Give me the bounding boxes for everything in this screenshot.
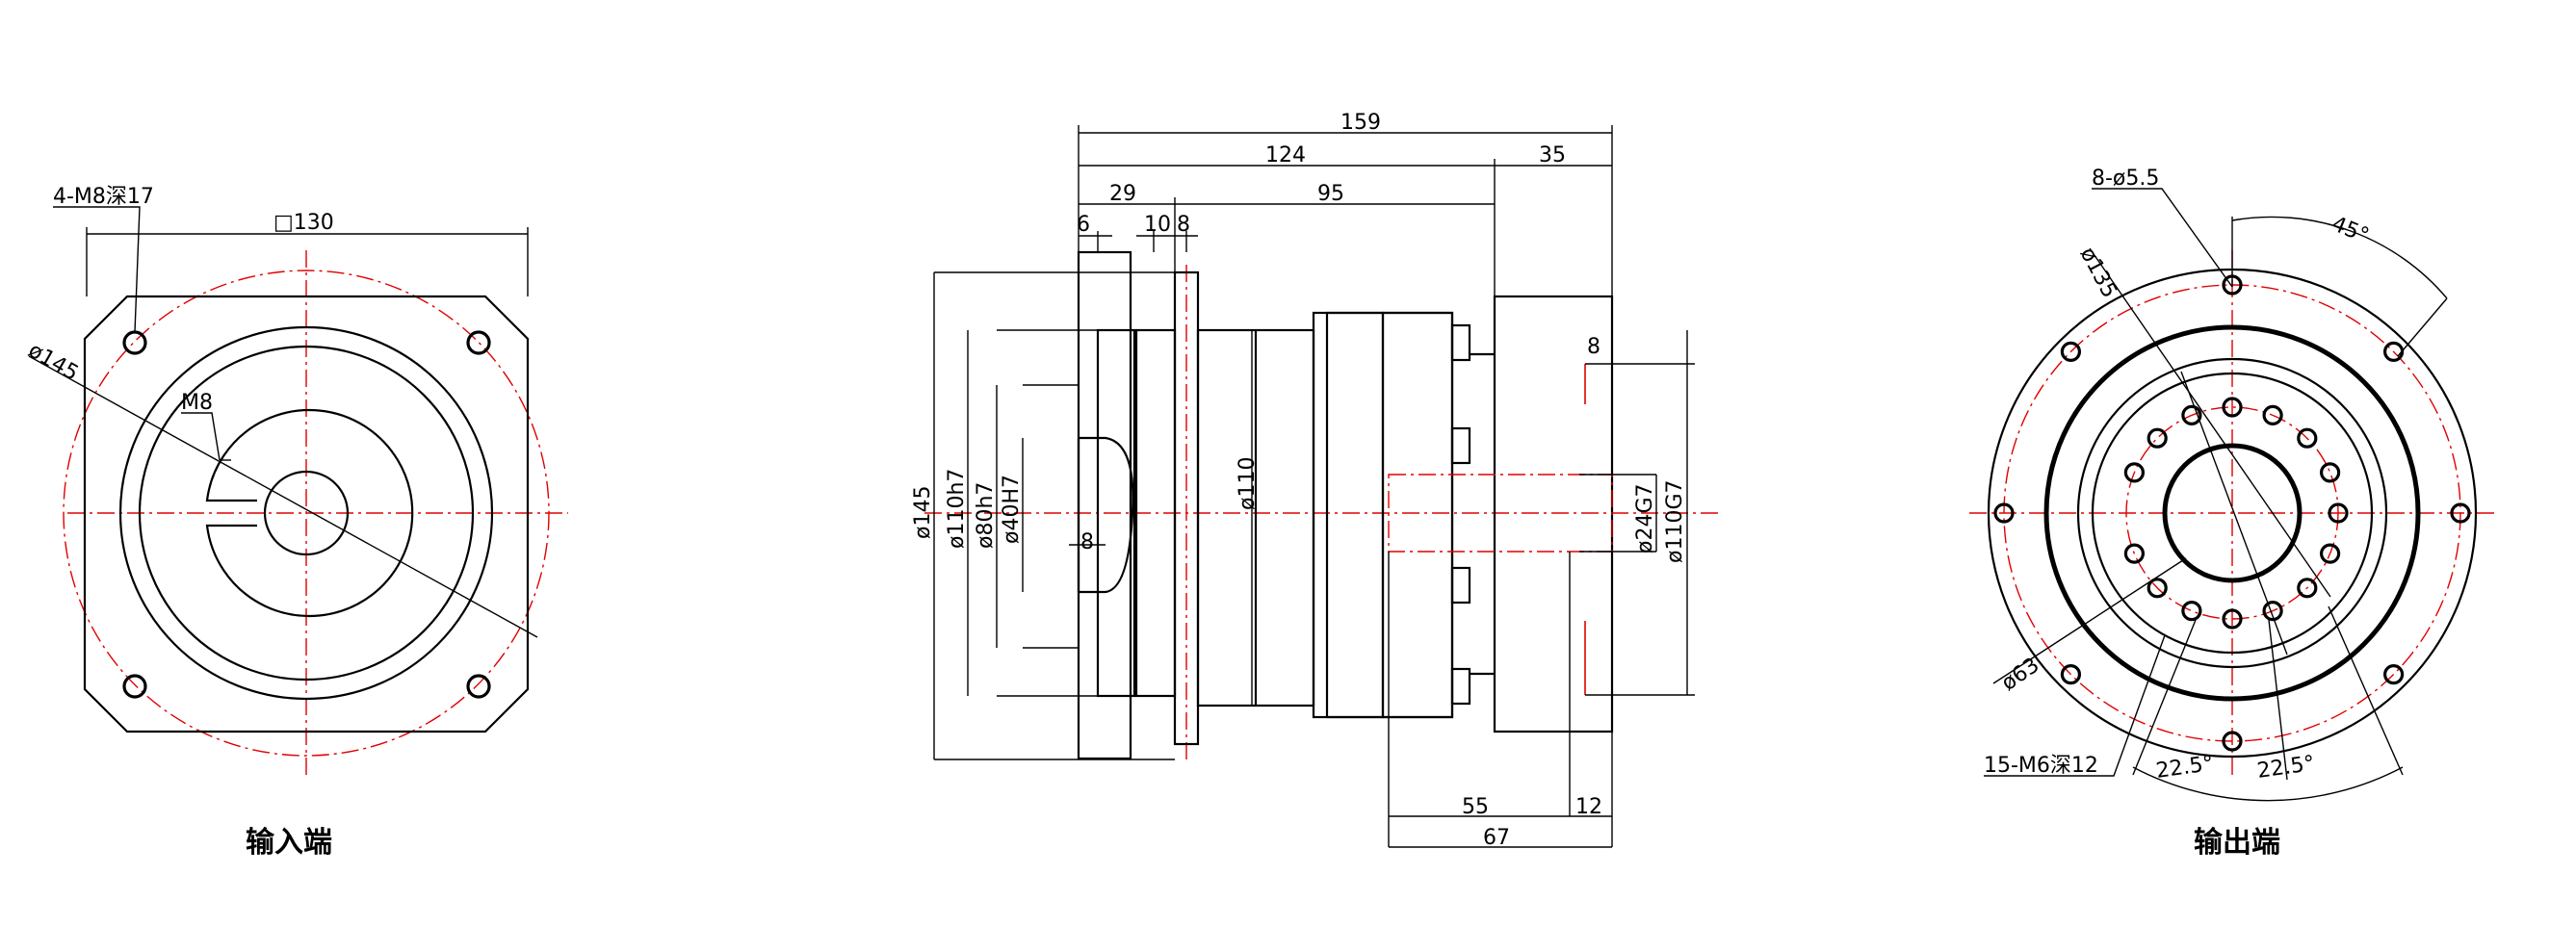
bolt-hole xyxy=(122,674,147,699)
thread-holes-label: 15-M6深12 xyxy=(1984,754,2098,778)
dim-housing-length: 95 xyxy=(1317,182,1344,206)
dim-dia-80h7: ø80h7 xyxy=(974,482,998,549)
output-end-caption: 输出端 xyxy=(2194,826,2280,860)
threaded-hole xyxy=(2123,462,2145,483)
adapter-plate xyxy=(1077,250,1132,760)
dim-dia-110h7: ø110h7 xyxy=(945,469,969,549)
threaded-hole xyxy=(2181,600,2202,622)
pcd135-label: ø135 xyxy=(2075,244,2121,302)
output-flange xyxy=(1493,295,1614,733)
threaded-hole xyxy=(2262,404,2283,425)
dim-dia-40h7: ø40H7 xyxy=(1000,475,1024,544)
mounting-hole xyxy=(2060,341,2081,362)
bolt-hole xyxy=(122,330,147,355)
threaded-hole xyxy=(2147,427,2168,449)
input-pcd-circle xyxy=(63,270,550,757)
dim-8-shaft: 8 xyxy=(1587,335,1600,359)
dim-dia-110g7: ø110G7 xyxy=(1663,480,1687,564)
threaded-hole xyxy=(2297,578,2318,599)
mounting-hole xyxy=(2450,502,2471,524)
angle-22-5-right: 22.5° xyxy=(2255,752,2316,784)
threaded-hole xyxy=(2123,543,2145,564)
output-bore xyxy=(2162,443,2303,583)
input-end-view: 4-M8深17 □130 ø145 M8 输入端 xyxy=(24,185,568,860)
thread-label: M8 xyxy=(181,391,213,415)
angle-45-label: 45° xyxy=(2329,212,2373,248)
input-flange-outline xyxy=(83,295,530,733)
square-dimension: □130 xyxy=(273,211,334,235)
dim-55: 55 xyxy=(1462,795,1489,819)
dim-dia-145: ø145 xyxy=(911,486,935,539)
dim-12: 12 xyxy=(1575,795,1602,819)
output-pcd63-circle xyxy=(2125,406,2339,620)
side-view: 159 124 35 29 95 6 10 8 8 8 ø145 ø110h7 … xyxy=(911,111,1719,850)
threaded-hole xyxy=(2262,600,2283,622)
dim-67: 67 xyxy=(1483,826,1510,850)
threaded-hole xyxy=(2320,462,2341,483)
dim-dia-24g7: ø24G7 xyxy=(1633,484,1657,554)
threaded-hole xyxy=(2222,397,2243,418)
threaded-hole xyxy=(2328,502,2349,524)
bolt-hole xyxy=(466,330,491,355)
dim-overall-length: 159 xyxy=(1340,111,1381,135)
threaded-hole xyxy=(2147,578,2168,599)
dim-8-pocket: 8 xyxy=(1080,530,1094,554)
mounting-hole xyxy=(2222,731,2243,752)
threaded-hole xyxy=(2181,404,2202,425)
pcd-dimension: ø145 xyxy=(24,339,83,386)
mounting-hole xyxy=(2060,663,2081,685)
threaded-hole xyxy=(2222,608,2243,630)
mounting-hole xyxy=(1993,502,2015,524)
input-end-caption: 输入端 xyxy=(246,826,332,860)
mounting-hole xyxy=(2383,663,2405,685)
dim-8-flange: 8 xyxy=(1177,213,1190,237)
bolt-holes-label: 4-M8深17 xyxy=(53,185,154,209)
dim-10: 10 xyxy=(1144,213,1171,237)
angle-22-5-left: 22.5° xyxy=(2154,752,2215,784)
holes-label: 8-ø5.5 xyxy=(2092,167,2159,191)
dim-shaft-length: 35 xyxy=(1539,143,1566,167)
dim-6: 6 xyxy=(1077,213,1090,237)
output-end-view: 8-ø5.5 ø135 45° ø63 15-M6深12 22.5° 22.5°… xyxy=(1969,167,2494,860)
dim-body-length: 124 xyxy=(1265,143,1306,167)
threaded-hole xyxy=(2297,427,2318,449)
dim-adapter-length: 29 xyxy=(1109,182,1136,206)
threaded-hole xyxy=(2320,543,2341,564)
dim-dia-110: ø110 xyxy=(1236,457,1260,510)
bolt-hole xyxy=(466,674,491,699)
